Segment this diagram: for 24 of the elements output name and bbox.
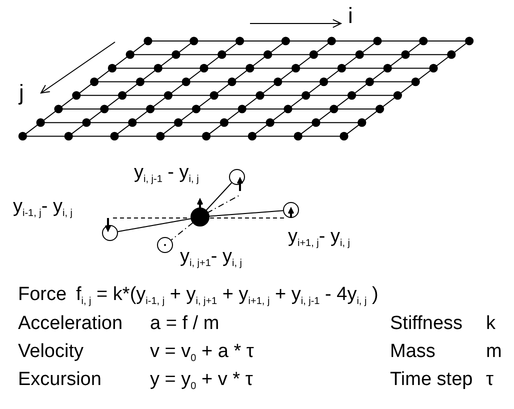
difference-label: y$_{i+1, j}$- y$_{i, j}$	[288, 226, 350, 248]
term-label: Force	[18, 284, 67, 306]
term-label: Acceleration	[18, 313, 123, 335]
term-label: Time step	[390, 369, 473, 391]
spring-line	[117, 218, 192, 232]
spring-line	[208, 210, 284, 217]
difference-label: y$_{i, j+1}$- y$_{i, j}$	[180, 246, 242, 268]
term-label: Mass	[390, 341, 436, 363]
equation: f$_{i, j}$ = k*(y$_{i-1, j}$ + y$_{i, j+1}$ + y$_{i+1, j}$ + y$_{i, j-1}$ - 4y$_{i, j}$ )	[76, 284, 378, 306]
term-label: Velocity	[18, 341, 84, 363]
symbol-label: τ	[486, 369, 494, 391]
difference-label: y$_{i-1, j}$- y$_{i, j}$	[13, 196, 73, 218]
symbol-label: m	[486, 341, 502, 363]
axis-label: i	[348, 5, 353, 27]
spring-line	[206, 182, 232, 211]
difference-label: y$_{i, j-1}$ - y$_{i, j}$	[134, 162, 199, 184]
spring-line	[170, 222, 194, 240]
equation: a = f / m	[150, 313, 220, 335]
term-label: Excursion	[18, 369, 102, 391]
equation: v = v$_{0}$ + a * τ	[150, 341, 254, 363]
symbol-label: k	[486, 313, 496, 335]
equation: y = y$_{0}$ + v * τ	[150, 369, 253, 391]
term-label: Stiffness	[390, 313, 463, 335]
axis-label: j	[19, 82, 24, 104]
